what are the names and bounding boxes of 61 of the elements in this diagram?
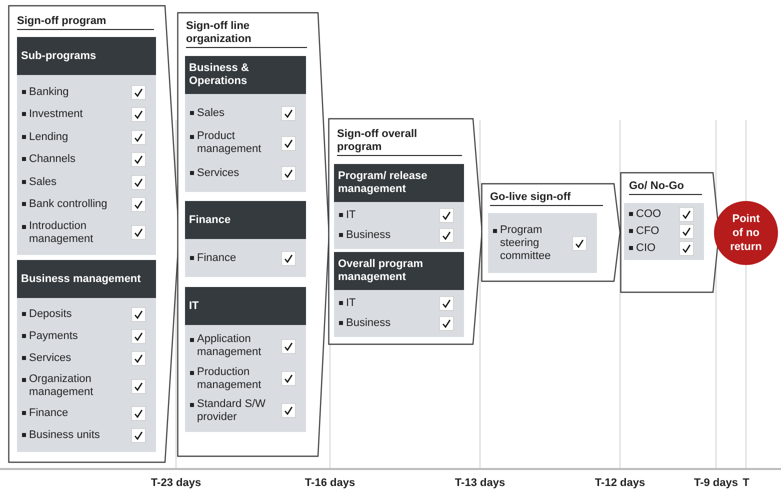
section-header: Program/ release management	[334, 164, 464, 202]
chevron-panel	[328, 118, 483, 345]
checklist-item: Channels	[29, 153, 76, 166]
timeline-label: T-12 days	[594, 477, 646, 489]
section-header: Finance	[185, 201, 306, 239]
checklist-item: IT	[346, 297, 357, 310]
checklist-item: IT	[346, 209, 357, 222]
checklist-item: Business	[346, 316, 392, 330]
checklist-panel	[17, 260, 156, 452]
checklist-panel	[185, 56, 306, 192]
checklist-item: Finance	[197, 252, 238, 264]
timeline-label: T-23 days	[150, 477, 202, 489]
section-header: Business management	[17, 260, 156, 298]
checklist-item: Sales	[29, 176, 58, 188]
chevron-panel	[620, 172, 720, 293]
checklist-panel	[334, 252, 464, 337]
chevron-panel	[8, 5, 180, 463]
checklist-item: Business	[346, 228, 392, 242]
checklist-item: Product management	[197, 130, 262, 156]
checklist-item: Banking	[29, 86, 70, 98]
checklist-item: Bank controlling	[29, 198, 108, 211]
timeline-label: T-13 days	[454, 477, 506, 489]
checklist-item: Services	[29, 352, 72, 365]
checklist-item: Application management	[197, 333, 262, 360]
checklist-panel	[624, 203, 704, 260]
milestone-circle: Point of no return	[714, 201, 778, 265]
panel-title: Go-live sign-off	[490, 191, 603, 206]
checklist-item: CIO	[636, 242, 657, 255]
panel-title: Sign-off overall program	[337, 128, 462, 156]
timeline-label: T-16 days	[304, 477, 356, 489]
checklist-panel	[17, 37, 156, 255]
checklist-item: Deposits	[29, 308, 73, 321]
checklist-item: Program steering committee	[500, 224, 552, 262]
checklist-item: Services	[197, 166, 240, 180]
checklist-item: COO	[636, 208, 662, 221]
timeline-label: T-9 days	[694, 477, 738, 489]
checklist-item: Lending	[29, 130, 70, 144]
panel-title: Sign-off line organization	[186, 20, 307, 48]
checklist-item: Sales	[197, 106, 226, 120]
chevron-panel	[177, 12, 330, 457]
section-header: IT	[185, 287, 306, 325]
panel-title: Sign-off program	[17, 15, 154, 30]
checklist-panel	[488, 213, 597, 273]
chevron-panel	[481, 183, 621, 282]
section-header: Overall program management	[334, 252, 464, 290]
checklist-item: Organization management	[29, 373, 94, 399]
checklist-panel	[185, 287, 306, 432]
checklist-panel	[185, 201, 306, 277]
timeline-label: T	[742, 477, 750, 489]
section-header: Sub-programs	[17, 37, 156, 75]
checklist-item: Production management	[197, 366, 262, 392]
checklist-item: Investment	[29, 108, 84, 121]
checklist-item: Standard S/W provider	[197, 398, 266, 424]
checklist-item: Finance	[29, 407, 70, 420]
checklist-item: Business units	[29, 429, 101, 442]
checklist-panel	[334, 164, 464, 249]
section-header: Business & Operations	[185, 56, 306, 94]
checklist-item: Payments	[29, 330, 79, 343]
checklist-item: Introduction management	[29, 220, 94, 246]
panel-title: Go/ No-Go	[629, 180, 702, 195]
checklist-item: CFO	[636, 225, 660, 238]
